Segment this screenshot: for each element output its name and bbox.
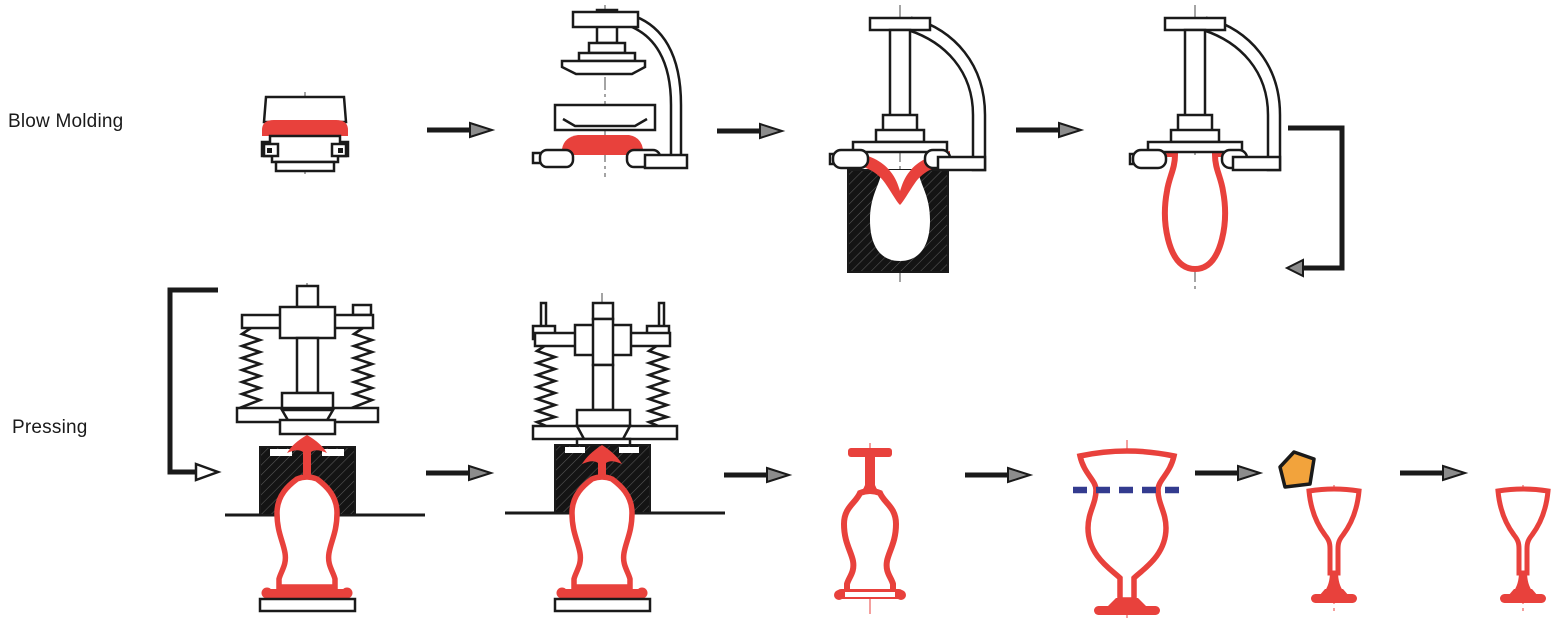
- row-label-pressing: Pressing: [12, 417, 88, 438]
- stem: [1325, 571, 1343, 591]
- mold-cavity: [870, 170, 930, 261]
- foot-cone: [1106, 598, 1148, 608]
- spring-left: [237, 326, 265, 415]
- plunger-rod: [295, 336, 320, 395]
- blow-funnel: [560, 59, 647, 76]
- foot: [1500, 594, 1546, 603]
- plunger-shaft-top: [295, 284, 320, 309]
- glass-gob: [562, 135, 643, 155]
- arrow-right-icon: [1400, 464, 1469, 482]
- stem: [1514, 571, 1532, 591]
- blow-pipe: [1183, 28, 1207, 122]
- plunger-upper: [591, 317, 615, 367]
- spring-right: [349, 326, 377, 415]
- glass-rim-band: [263, 589, 351, 598]
- head-t-bar: [868, 16, 932, 32]
- arrow-right-icon: [426, 464, 495, 482]
- glass-bowl: [569, 474, 635, 590]
- rim-opening: [845, 592, 895, 597]
- arrow-right-icon: [965, 466, 1034, 484]
- neck-cap-left: [538, 148, 575, 169]
- moil-inner-edge: [1089, 449, 1145, 455]
- stage-press-open: [225, 283, 425, 613]
- bolt-right: [351, 303, 373, 317]
- arrow-right-icon: [1016, 121, 1085, 139]
- mold-slot-left: [565, 447, 585, 453]
- stem-knob: [848, 448, 892, 457]
- burner-flame-icon: [1278, 450, 1316, 489]
- arm-bracket: [1231, 155, 1282, 172]
- neck-plate: [851, 140, 949, 154]
- glass-drip-right: [636, 587, 648, 599]
- bowl: [1306, 486, 1362, 576]
- head-t-bar: [571, 10, 640, 29]
- settle-dish: [562, 117, 648, 128]
- stage-blow-into-finish-mold: [828, 5, 987, 283]
- neck-cap-left: [831, 148, 870, 170]
- arm-bracket: [643, 153, 689, 170]
- head-t-bar: [1163, 16, 1227, 32]
- burner-pentagon: [1278, 450, 1316, 489]
- plunger-shaft-top: [591, 301, 615, 321]
- base-plate: [553, 597, 652, 613]
- glass-bowl: [274, 474, 340, 590]
- mold-slot-right: [619, 447, 639, 453]
- spring-left: [532, 343, 560, 428]
- mold-slot-right: [322, 449, 344, 456]
- mold-slot-left: [270, 449, 292, 456]
- neck-cap-left: [1131, 148, 1168, 170]
- latch-right-pin: [338, 148, 343, 153]
- bowl: [1495, 486, 1551, 576]
- arrow-right-icon: [427, 121, 496, 139]
- rim-drip-right: [896, 590, 906, 600]
- glass-pressed-stem: [582, 445, 622, 483]
- arrow-right-icon: [717, 122, 786, 140]
- stage-gob-in-neck-mold: [260, 92, 350, 174]
- stage-blank-with-cut-line: [1073, 440, 1182, 622]
- row-label-blow-molding: Blow Molding: [8, 111, 124, 132]
- head-plate-2: [587, 41, 627, 55]
- elbow-arrow-down-left-icon: [1284, 125, 1345, 278]
- rim-drip-left: [834, 590, 844, 600]
- stage-finished-glass: [1495, 485, 1551, 613]
- neck-plate: [1146, 140, 1244, 154]
- elbow-arrow-feed-icon: [167, 287, 222, 482]
- stage-finished-parison: [1128, 5, 1282, 290]
- plunger-rod: [591, 363, 615, 412]
- plunger-block: [575, 408, 632, 428]
- pipe-flange-2: [1169, 128, 1221, 144]
- ring-boss: [278, 418, 337, 436]
- glass-rim-band: [558, 589, 646, 598]
- arrow-right-icon: [1195, 464, 1264, 482]
- neck-ring-body: [260, 134, 350, 164]
- glass-drip-left: [556, 587, 568, 599]
- glass-gob: [262, 120, 348, 136]
- glass-parison: [1161, 154, 1229, 273]
- blank-body: [1076, 448, 1178, 603]
- stem: [857, 455, 883, 495]
- stage-fire-polished-glass: [1306, 485, 1362, 613]
- glass-drip-right: [341, 587, 353, 599]
- blow-pipe: [888, 28, 912, 122]
- base-plate: [258, 597, 357, 613]
- mold-basin: [262, 95, 348, 124]
- plunger-tip: [574, 424, 633, 441]
- foot: [1311, 594, 1357, 603]
- spring-right: [644, 343, 672, 428]
- bowl: [840, 488, 900, 595]
- mold-base: [274, 160, 336, 173]
- glass-drip-left: [261, 587, 273, 599]
- latch-left-pin: [267, 148, 272, 153]
- arm-bracket: [936, 155, 987, 172]
- stage-blow-head-and-settle-mold: [531, 5, 689, 177]
- stage-press-closed: [505, 293, 725, 613]
- pipe-flange-2: [874, 128, 926, 144]
- glass-gob-stem: [287, 435, 327, 479]
- stage-pressed-blank-inverted: [834, 443, 906, 615]
- arrow-right-icon: [724, 466, 793, 484]
- foot: [1094, 606, 1160, 615]
- crosshead-hub: [278, 305, 337, 340]
